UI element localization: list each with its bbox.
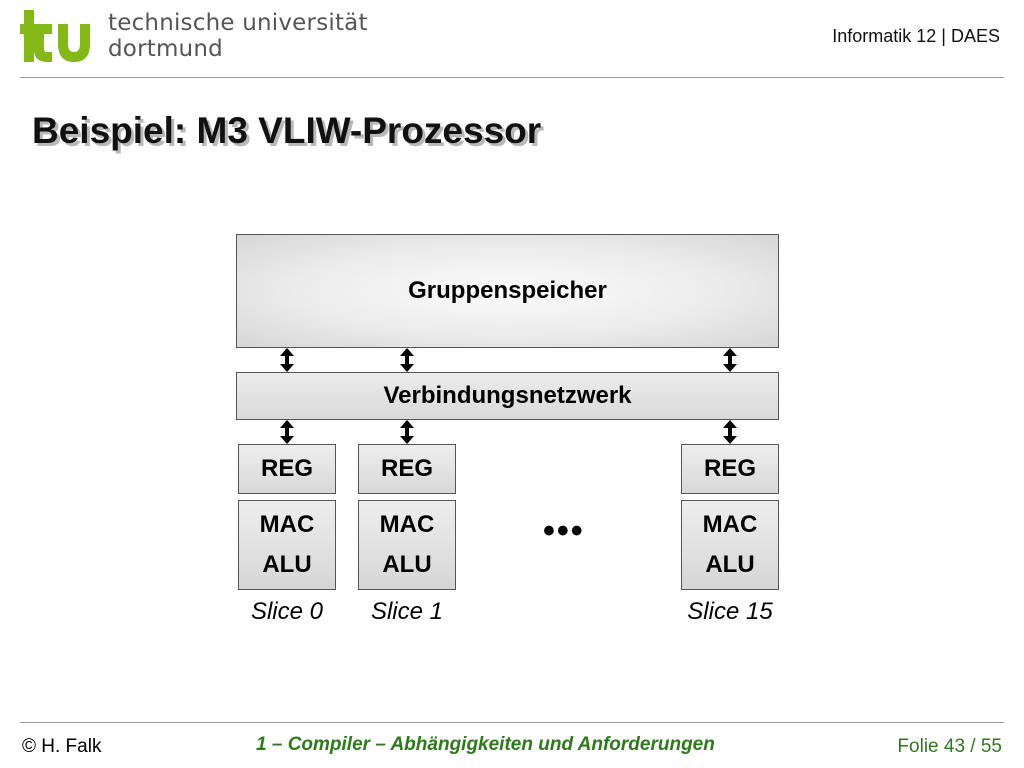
bidirectional-arrow-icon bbox=[400, 420, 414, 444]
slice-1-mac-alu-box: MAC ALU bbox=[358, 500, 456, 590]
department-label: Informatik 12 | DAES bbox=[832, 26, 1000, 46]
mac-label: MAC bbox=[702, 511, 758, 538]
reg-label: REG bbox=[260, 455, 313, 482]
footer-divider bbox=[20, 722, 1004, 723]
slice-15-reg-box: REG bbox=[681, 444, 779, 494]
alu-label: ALU bbox=[705, 551, 755, 578]
reg-label: REG bbox=[703, 455, 756, 482]
tu-logo-icon bbox=[20, 10, 90, 62]
footer-chapter-title: 1 – Compiler – Abhängigkeiten und Anford… bbox=[256, 734, 715, 755]
slice-0-label: Slice 0 bbox=[250, 598, 324, 625]
university-line-2: dortmund bbox=[108, 36, 223, 62]
footer-author: © H. Falk bbox=[22, 736, 102, 757]
bidirectional-arrow-icon bbox=[400, 348, 414, 372]
group-memory-label: Gruppenspeicher bbox=[408, 277, 607, 304]
more-slices-ellipsis: ••• bbox=[543, 512, 585, 550]
interconnect-network-box: Verbindungsnetzwerk bbox=[236, 372, 779, 420]
slice-1-reg-box: REG bbox=[358, 444, 456, 494]
alu-label: ALU bbox=[262, 551, 312, 578]
slice-15-mac-alu-box: MAC ALU bbox=[681, 500, 779, 590]
mac-label: MAC bbox=[379, 511, 435, 538]
bidirectional-arrow-icon bbox=[723, 420, 737, 444]
slice-0-mac-alu-box: MAC ALU bbox=[238, 500, 336, 590]
university-line-1: technische universität bbox=[108, 10, 368, 36]
bidirectional-arrow-icon bbox=[280, 420, 294, 444]
slice-15-label: Slice 15 bbox=[687, 598, 773, 625]
slice-0-reg-box: REG bbox=[238, 444, 336, 494]
reg-label: REG bbox=[380, 455, 433, 482]
mac-label: MAC bbox=[259, 511, 315, 538]
alu-label: ALU bbox=[382, 551, 432, 578]
interconnect-network-label: Verbindungsnetzwerk bbox=[383, 382, 632, 409]
header-divider bbox=[20, 77, 1004, 78]
slice-1-label: Slice 1 bbox=[370, 598, 444, 625]
footer-page-number: Folie 43 / 55 bbox=[897, 736, 1002, 757]
group-memory-box: Gruppenspeicher bbox=[236, 234, 779, 348]
university-name: technische universität dortmund bbox=[108, 10, 368, 62]
slide-title: Beispiel: M3 VLIW-Prozessor bbox=[32, 110, 542, 151]
bidirectional-arrow-icon bbox=[723, 348, 737, 372]
bidirectional-arrow-icon bbox=[280, 348, 294, 372]
